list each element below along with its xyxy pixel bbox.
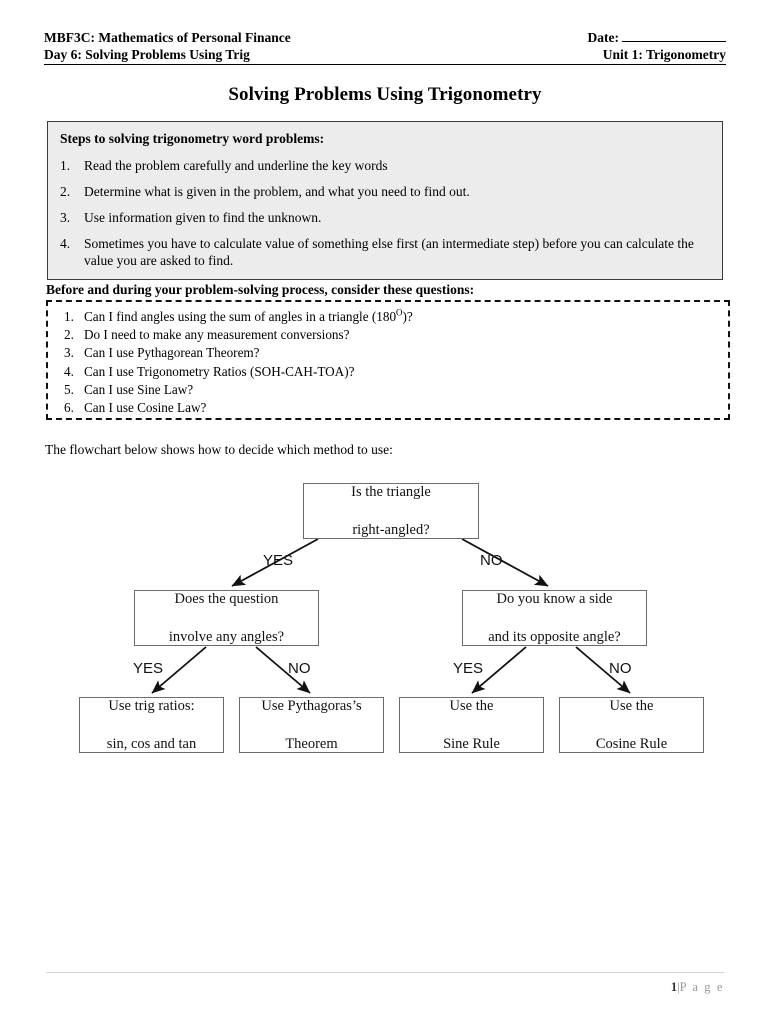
flow-node-pythagoras-line2: Theorem: [285, 735, 338, 752]
flow-node-side-angle-question[interactable]: Do you know a side and its opposite angl…: [462, 590, 647, 646]
flow-node-cosine-rule-text: Use the Cosine Rule: [596, 697, 667, 754]
flow-label-root-yes: YES: [263, 552, 294, 569]
list-item-number: 4.: [64, 363, 74, 379]
flow-node-sine-rule-line1: Use the: [449, 697, 494, 714]
list-item: 4. Can I use Trigonometry Ratios (SOH-CA…: [58, 363, 718, 381]
list-item-text: Can I use Trigonometry Ratios (SOH-CAH-T…: [84, 363, 355, 379]
list-item-number: 3.: [60, 210, 71, 225]
list-item: 5. Can I use Sine Law?: [58, 381, 718, 399]
flow-node-angles-line1: Does the question: [174, 590, 279, 607]
unit-title: Unit 1: Trigonometry: [602, 47, 726, 62]
list-item-text: Can I use Pythagorean Theorem?: [84, 345, 260, 361]
question-text-before: Can I find angles using the sum of angle…: [84, 309, 397, 324]
list-item-number: 6.: [64, 400, 74, 416]
flow-node-sine-rule-text: Use the Sine Rule: [443, 697, 500, 754]
consider-questions-heading: Before and during your problem-solving p…: [46, 282, 475, 297]
footer-page-number: 1: [670, 980, 678, 994]
flow-node-pythagoras-text: Use Pythagoras’s Theorem: [261, 697, 361, 754]
footer-page-word: P a g e: [679, 980, 724, 994]
flow-label-left-yes: YES: [133, 660, 164, 677]
header-row-top: MBF3C: Mathematics of Personal Finance D…: [44, 28, 726, 46]
list-item: 3. Use information given to find the unk…: [60, 209, 710, 226]
list-item-text: Can I use Sine Law?: [84, 381, 194, 397]
date-field: Date:: [588, 28, 726, 46]
list-item-text: Read the problem carefully and underline…: [84, 158, 388, 173]
flow-label-right-no: NO: [609, 660, 632, 677]
header-row-bottom: Day 6: Solving Problems Using Trig Unit …: [44, 46, 726, 65]
list-item-number: 2.: [60, 184, 71, 199]
flow-node-sine-rule-line2: Sine Rule: [443, 735, 500, 752]
list-item-text: Can I find angles using the sum of angle…: [84, 308, 413, 326]
list-item-number: 1.: [64, 309, 74, 324]
flow-label-left-no: NO: [288, 660, 311, 677]
connector-right-yes: [471, 646, 527, 694]
page-title: Solving Problems Using Trigonometry: [228, 84, 542, 105]
date-blank-line[interactable]: [622, 28, 726, 42]
list-item-number: 2.: [64, 327, 74, 343]
flow-node-angles-question[interactable]: Does the question involve any angles?: [134, 590, 319, 646]
flow-node-sine-rule[interactable]: Use the Sine Rule: [399, 697, 544, 753]
steps-list: 1. Read the problem carefully and underl…: [60, 157, 710, 269]
list-item-text: Can I use Cosine Law?: [84, 400, 207, 416]
date-label: Date:: [587, 30, 619, 45]
connector-left-no: [255, 646, 311, 694]
flow-node-pythagoras-line1: Use Pythagoras’s: [261, 697, 362, 714]
list-item: 4. Sometimes you have to calculate value…: [60, 235, 710, 269]
flow-node-angles-line2: involve any angles?: [168, 628, 285, 645]
flow-node-trig-ratios-line1: Use trig ratios:: [108, 697, 195, 714]
flow-node-root-text: Is the triangle right-angled?: [351, 483, 431, 540]
connector-root-yes: [231, 538, 319, 587]
questions-list: 1. Can I find angles using the sum of an…: [58, 308, 718, 417]
flow-node-trig-ratios-text: Use trig ratios: sin, cos and tan: [107, 697, 196, 754]
flow-node-pythagoras[interactable]: Use Pythagoras’s Theorem: [239, 697, 384, 753]
list-item: 1. Can I find angles using the sum of an…: [58, 308, 718, 326]
list-item: 2. Do I need to make any measurement con…: [58, 326, 718, 344]
flow-node-angles-text: Does the question involve any angles?: [169, 590, 284, 647]
footer-divider: [46, 972, 724, 973]
flowchart: Is the triangle right-angled? Does the q…: [0, 470, 770, 770]
flow-node-cosine-rule-line2: Cosine Rule: [595, 735, 668, 752]
flow-label-right-yes: YES: [453, 660, 484, 677]
flow-node-side-angle-text: Do you know a side and its opposite angl…: [488, 590, 620, 647]
list-item-number: 1.: [60, 158, 71, 173]
flow-node-cosine-rule-line1: Use the: [609, 697, 654, 714]
list-item-text: Determine what is given in the problem, …: [84, 184, 470, 199]
flowchart-intro-text: The flowchart below shows how to decide …: [45, 442, 393, 457]
list-item: 6. Can I use Cosine Law?: [58, 399, 718, 417]
question-text-after: )?: [402, 309, 413, 324]
flow-node-trig-ratios-line2: sin, cos and tan: [106, 735, 197, 752]
degree-symbol: O: [396, 307, 403, 318]
list-item: 1. Read the problem carefully and underl…: [60, 157, 710, 174]
questions-box: 1. Can I find angles using the sum of an…: [46, 300, 730, 420]
list-item-text: Use information given to find the unknow…: [84, 210, 322, 225]
course-title: MBF3C: Mathematics of Personal Finance: [44, 30, 291, 45]
list-item-number: 3.: [64, 345, 74, 361]
flow-node-root-line1: Is the triangle: [351, 483, 431, 500]
list-item: 3. Can I use Pythagorean Theorem?: [58, 344, 718, 362]
flowchart-connectors: [151, 538, 631, 694]
list-item-number: 5.: [64, 381, 74, 397]
flow-node-cosine-rule[interactable]: Use the Cosine Rule: [559, 697, 704, 753]
connector-left-yes: [151, 646, 207, 694]
connector-root-no: [461, 538, 549, 587]
day-title: Day 6: Solving Problems Using Trig: [44, 47, 250, 62]
list-item: 2. Determine what is given in the proble…: [60, 183, 710, 200]
flow-node-side-angle-line1: Do you know a side: [496, 590, 613, 607]
steps-box-heading: Steps to solving trigonometry word probl…: [60, 131, 325, 146]
flow-node-side-angle-line2: and its opposite angle?: [488, 628, 621, 645]
connector-right-no: [575, 646, 631, 694]
page-header: MBF3C: Mathematics of Personal Finance D…: [44, 28, 726, 65]
flow-label-root-no: NO: [480, 552, 503, 569]
flow-node-trig-ratios[interactable]: Use trig ratios: sin, cos and tan: [79, 697, 224, 753]
list-item-text: Do I need to make any measurement conver…: [84, 327, 350, 343]
footer-separator: |: [677, 980, 680, 994]
steps-box: Steps to solving trigonometry word probl…: [47, 121, 723, 280]
footer-page-indicator: 1|P a g e: [671, 980, 724, 995]
flow-node-root[interactable]: Is the triangle right-angled?: [303, 483, 479, 539]
flow-node-root-line2: right-angled?: [352, 521, 430, 538]
list-item-text: Sometimes you have to calculate value of…: [84, 236, 694, 268]
list-item-number: 4.: [60, 236, 71, 251]
